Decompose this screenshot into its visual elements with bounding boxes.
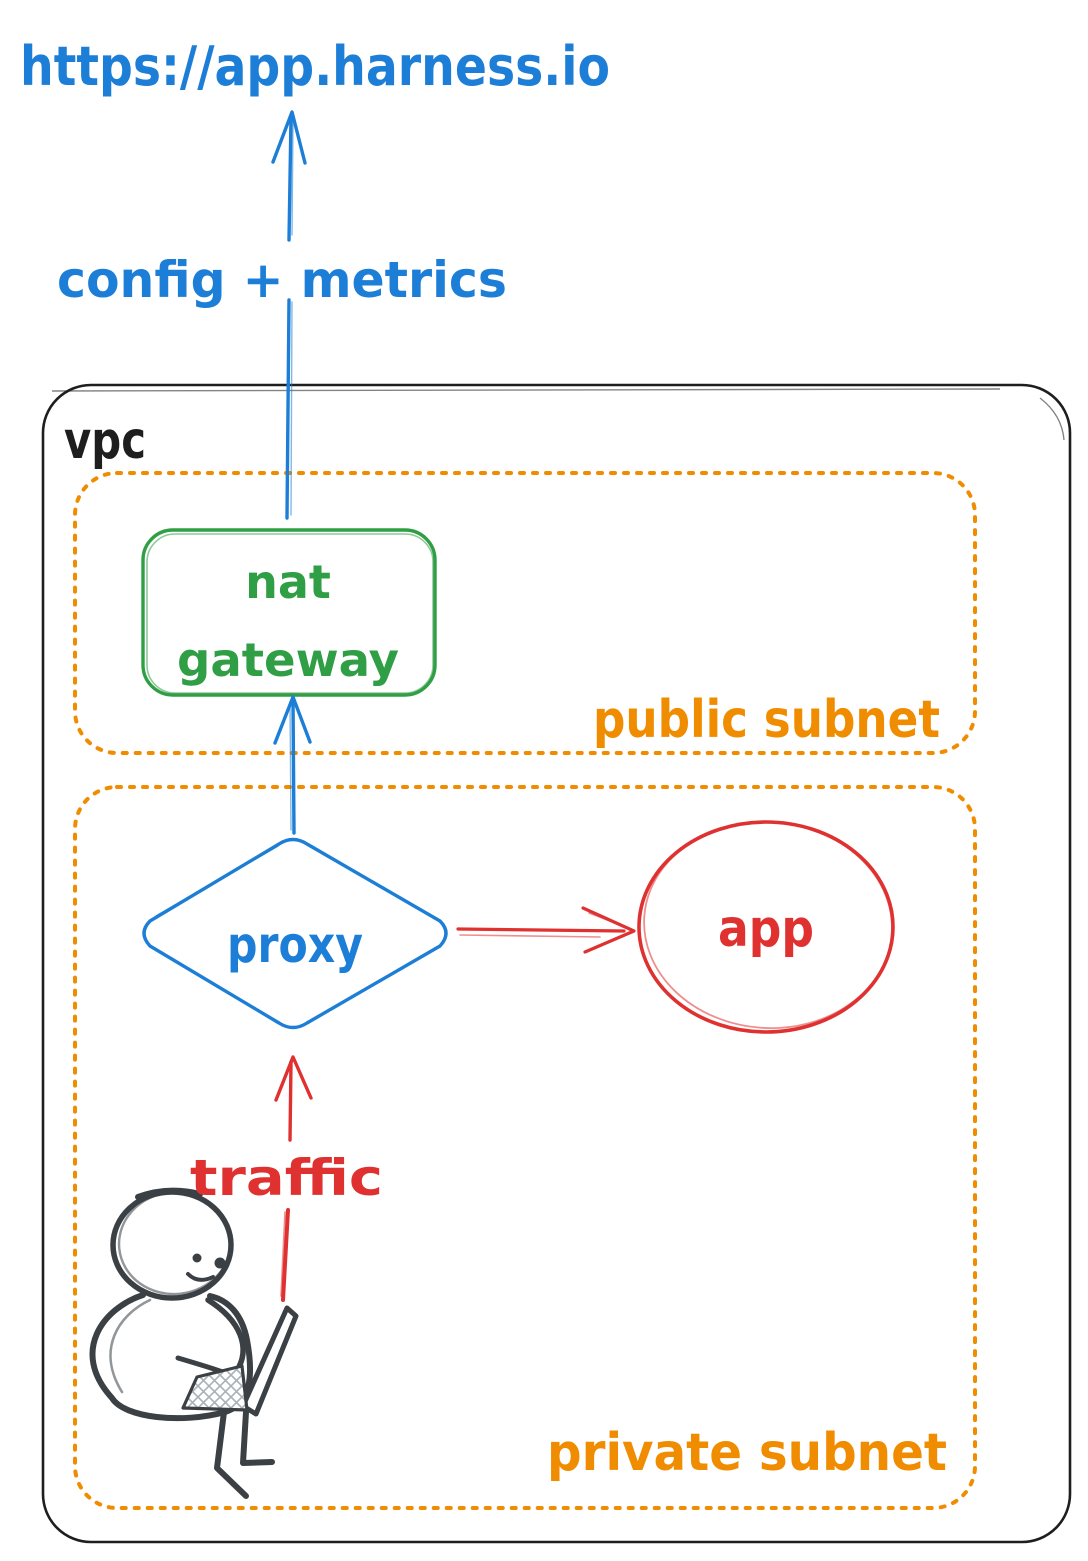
laptop-screen: [240, 1305, 299, 1417]
arrowhead-up-icon: [273, 695, 312, 745]
traffic-arrow: [274, 1055, 313, 1302]
proxy-to-app-arrow: [456, 906, 636, 954]
private-subnet-label: private subnet: [547, 1423, 947, 1483]
person-sketch: [89, 1187, 299, 1499]
vpc-sketch-corner: [1039, 397, 1065, 441]
public-subnet-border: [73, 471, 977, 755]
person-smile: [186, 1272, 215, 1282]
vpc-label: vpc: [64, 411, 146, 471]
laptop-keyboard: [181, 1364, 249, 1412]
traffic-label: traffic: [190, 1149, 383, 1207]
person-body: [89, 1292, 254, 1422]
vpc-sketch-line: [51, 388, 1001, 392]
person-hair: [135, 1187, 203, 1200]
public-subnet-label: public subnet: [593, 690, 940, 750]
nat-gateway-label-line2: gateway: [177, 633, 399, 687]
nat-gateway-node: [141, 528, 437, 697]
config-metrics-arrow: [271, 110, 307, 520]
arrowhead-up-icon: [274, 1055, 313, 1102]
external-url-label: https://app.harness.io: [20, 35, 610, 98]
person-eye: [192, 1253, 202, 1263]
config-metrics-label: config + metrics: [57, 251, 507, 309]
arrowhead-right-icon: [581, 906, 636, 954]
person-eye: [214, 1257, 226, 1269]
arrowhead-up-icon: [271, 110, 307, 165]
proxy-to-nat-arrow: [273, 695, 312, 835]
person-arm: [205, 1297, 246, 1375]
person-leg: [214, 1409, 249, 1499]
nat-gateway-label-line1: nat: [245, 555, 331, 609]
proxy-node: [142, 837, 448, 1030]
person-leg: [240, 1409, 275, 1466]
private-subnet-border: [73, 785, 977, 1510]
vpc-container: [41, 383, 1072, 1544]
proxy-label: proxy: [227, 916, 363, 974]
app-node: [637, 820, 895, 1034]
person-head: [110, 1189, 234, 1301]
app-label: app: [718, 899, 814, 959]
